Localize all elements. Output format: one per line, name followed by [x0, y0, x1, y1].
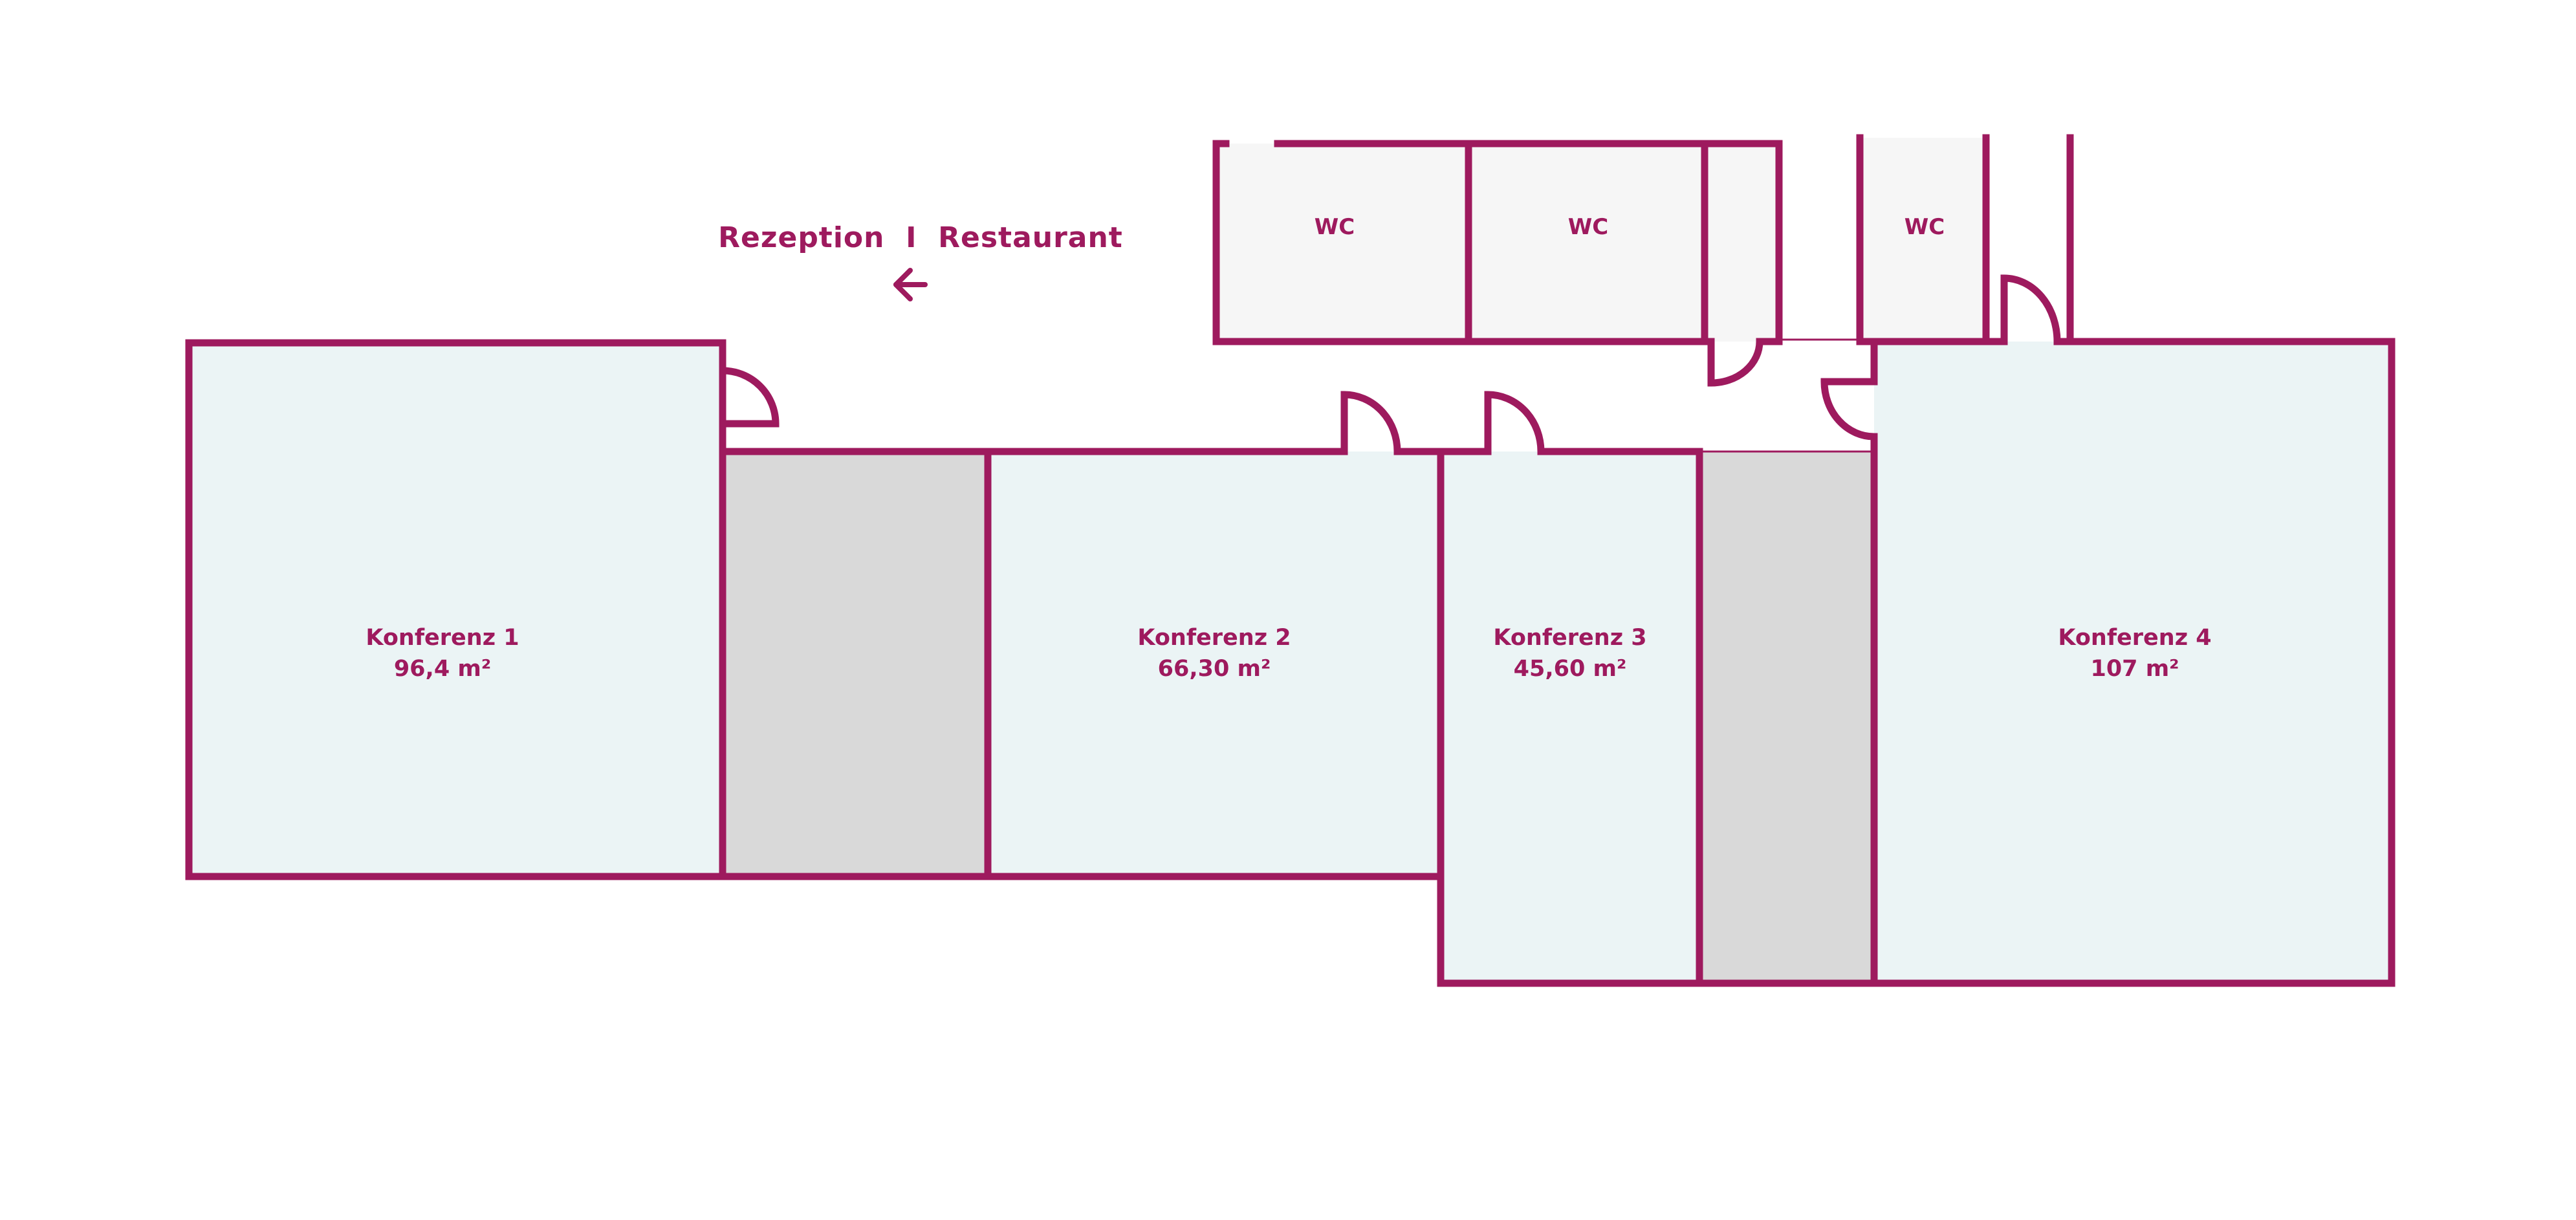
- wc-1-label: WC: [1315, 214, 1355, 240]
- room-labels: Konferenz 1 96,4 m² Konferenz 2 66,30 m²…: [366, 214, 2211, 682]
- konferenz-1-name: Konferenz 1: [366, 625, 519, 651]
- konferenz-4-area: 107 m²: [2090, 656, 2179, 682]
- wc-vestibule-fill: [1705, 144, 1779, 342]
- konferenz-1-area: 96,4 m²: [394, 656, 491, 682]
- wc-2-fill: [1468, 144, 1705, 342]
- door-konferenz-4-side-swing: [1820, 378, 1875, 441]
- door-konferenz-2-swing: [1340, 391, 1401, 452]
- doors: [719, 274, 2061, 452]
- door-konferenz-3-swing: [1484, 391, 1545, 452]
- konferenz-3-fill: [1441, 452, 1699, 983]
- wc-vestibule-wall: [1701, 140, 1783, 345]
- konferenz-4-fill: [1874, 342, 2392, 983]
- arrow-left-icon: [893, 268, 928, 301]
- wc-3-fill: [1860, 138, 1986, 342]
- direction-label: Rezeption I Restaurant: [718, 221, 1123, 254]
- direction-sign: Rezeption I Restaurant: [718, 221, 1123, 301]
- door-konferenz-1-swing: [722, 367, 780, 428]
- konferenz-2-fill: [988, 452, 1441, 877]
- wc-3-wall: [1856, 134, 1990, 345]
- konferenz-1-fill: [189, 343, 723, 877]
- room-fills: [189, 138, 2392, 983]
- konferenz-2-area: 66,30 m²: [1158, 656, 1271, 682]
- corridor-right-fill: [1699, 452, 1874, 983]
- wc-1-fill: [1216, 144, 1468, 342]
- konferenz-4-wall: [2053, 338, 2396, 987]
- konferenz-2-name: Konferenz 2: [1137, 625, 1291, 651]
- konferenz-3-area: 45,60 m²: [1514, 656, 1627, 682]
- corridor-left-fill: [723, 452, 988, 877]
- door-konferenz-4-top-swing: [2000, 274, 2061, 342]
- door-wc-vestibule-swing: [1707, 341, 1763, 387]
- wc-3-label: WC: [1905, 214, 1945, 240]
- konferenz-4-name: Konferenz 4: [2058, 625, 2211, 651]
- wc-2-label: WC: [1568, 214, 1608, 240]
- walls: [185, 134, 2396, 987]
- konferenz-1-wall: [185, 339, 726, 880]
- konferenz-3-name: Konferenz 3: [1493, 625, 1646, 651]
